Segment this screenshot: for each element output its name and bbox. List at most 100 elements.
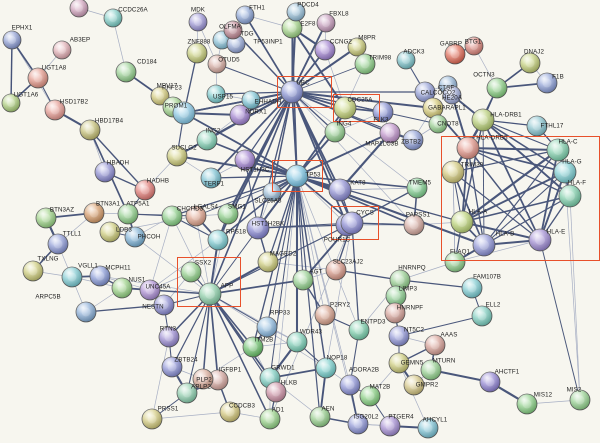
protein-node[interactable]	[528, 228, 552, 252]
protein-node[interactable]	[472, 233, 496, 257]
protein-node[interactable]	[242, 336, 264, 358]
protein-node[interactable]	[285, 164, 309, 188]
protein-node[interactable]	[347, 37, 367, 57]
protein-node[interactable]	[464, 36, 484, 56]
protein-node[interactable]	[281, 17, 303, 39]
protein-node[interactable]	[384, 302, 406, 324]
protein-node[interactable]	[161, 356, 183, 378]
protein-node[interactable]	[385, 285, 407, 307]
protein-node[interactable]	[241, 90, 261, 110]
protein-node[interactable]	[141, 408, 163, 430]
protein-node[interactable]	[134, 179, 156, 201]
protein-node[interactable]	[265, 381, 287, 403]
protein-node[interactable]	[256, 316, 278, 338]
protein-node[interactable]	[89, 265, 111, 287]
protein-node[interactable]	[124, 226, 146, 248]
protein-node[interactable]	[44, 99, 66, 121]
protein-node[interactable]	[103, 8, 123, 28]
protein-node[interactable]	[428, 114, 448, 134]
protein-node[interactable]	[188, 12, 208, 32]
protein-node[interactable]	[372, 101, 394, 123]
protein-node[interactable]	[99, 221, 121, 243]
protein-node[interactable]	[207, 229, 229, 251]
protein-node[interactable]	[47, 233, 69, 255]
protein-node[interactable]	[315, 357, 337, 379]
protein-node[interactable]	[526, 115, 548, 137]
protein-node[interactable]	[158, 326, 180, 348]
protein-node[interactable]	[379, 122, 401, 144]
protein-node[interactable]	[200, 167, 222, 189]
protein-node[interactable]	[536, 72, 558, 94]
protein-node[interactable]	[196, 129, 218, 151]
protein-node[interactable]	[403, 374, 425, 396]
protein-node[interactable]	[94, 161, 116, 183]
protein-node[interactable]	[186, 42, 208, 64]
protein-node[interactable]	[207, 54, 227, 74]
protein-node[interactable]	[519, 52, 541, 74]
protein-node[interactable]	[223, 20, 243, 40]
protein-node[interactable]	[553, 160, 577, 184]
protein-node[interactable]	[348, 319, 370, 341]
protein-node[interactable]	[569, 389, 591, 411]
protein-node[interactable]	[217, 203, 239, 225]
protein-node[interactable]	[333, 96, 357, 120]
protein-node[interactable]	[229, 104, 251, 126]
protein-node[interactable]	[61, 266, 83, 288]
protein-node[interactable]	[441, 160, 465, 184]
protein-node[interactable]	[219, 401, 241, 423]
protein-node[interactable]	[424, 334, 446, 356]
protein-node[interactable]	[388, 325, 410, 347]
protein-node[interactable]	[479, 371, 501, 393]
protein-node[interactable]	[406, 177, 428, 199]
protein-node[interactable]	[340, 211, 364, 235]
protein-node[interactable]	[27, 67, 49, 89]
protein-node[interactable]	[161, 205, 183, 227]
protein-node[interactable]	[292, 269, 314, 291]
protein-node[interactable]	[403, 214, 425, 236]
protein-node[interactable]	[226, 34, 246, 54]
protein-node[interactable]	[471, 305, 493, 327]
protein-node[interactable]	[185, 205, 207, 227]
protein-node[interactable]	[309, 406, 331, 428]
protein-node[interactable]	[402, 129, 424, 151]
protein-node[interactable]	[172, 101, 196, 125]
protein-node[interactable]	[471, 108, 495, 132]
protein-node[interactable]	[396, 50, 416, 70]
protein-node[interactable]	[206, 84, 226, 104]
protein-node[interactable]	[414, 81, 436, 103]
protein-node[interactable]	[328, 178, 352, 202]
protein-node[interactable]	[314, 304, 336, 326]
protein-node[interactable]	[461, 277, 483, 299]
protein-node[interactable]	[456, 136, 480, 160]
protein-node[interactable]	[52, 40, 72, 60]
protein-node[interactable]	[166, 145, 188, 167]
protein-node[interactable]	[444, 43, 466, 65]
protein-node[interactable]	[115, 61, 137, 83]
protein-node[interactable]	[422, 97, 444, 119]
protein-node[interactable]	[139, 279, 161, 301]
protein-node[interactable]	[389, 269, 411, 291]
protein-node[interactable]	[339, 374, 361, 396]
protein-node[interactable]	[286, 2, 306, 22]
protein-node[interactable]	[324, 121, 346, 143]
protein-node[interactable]	[192, 368, 214, 390]
protein-node[interactable]	[262, 182, 282, 202]
protein-node[interactable]	[316, 13, 336, 33]
protein-node[interactable]	[286, 331, 308, 353]
protein-node[interactable]	[2, 30, 22, 50]
protein-node[interactable]	[35, 207, 57, 229]
protein-node[interactable]	[150, 86, 170, 106]
protein-node[interactable]	[516, 393, 538, 415]
protein-node[interactable]	[325, 259, 347, 281]
protein-node[interactable]	[198, 282, 222, 306]
protein-node[interactable]	[22, 260, 44, 282]
protein-node[interactable]	[388, 352, 410, 374]
protein-node[interactable]	[379, 415, 401, 437]
protein-node[interactable]	[417, 417, 439, 439]
protein-node[interactable]	[83, 202, 105, 224]
protein-node[interactable]	[1, 93, 21, 113]
protein-node[interactable]	[558, 184, 582, 208]
protein-node[interactable]	[117, 203, 139, 225]
protein-node[interactable]	[420, 359, 442, 381]
protein-node[interactable]	[486, 77, 508, 99]
